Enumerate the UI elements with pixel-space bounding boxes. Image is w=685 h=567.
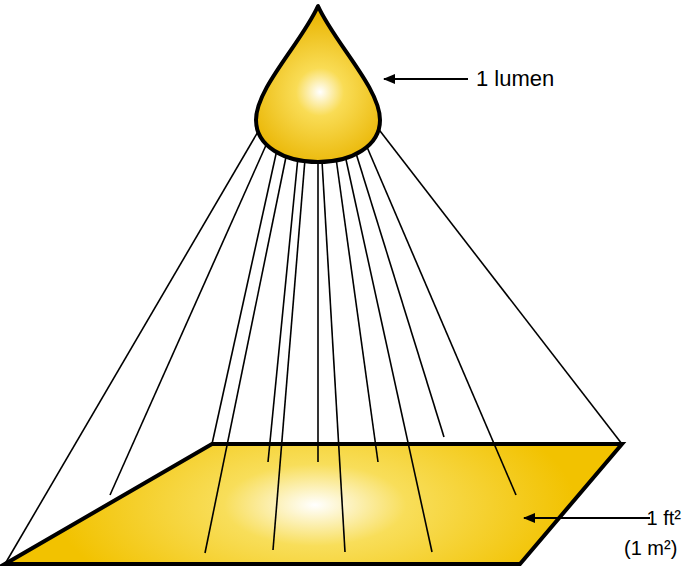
leader-arrow — [384, 78, 468, 80]
value-label: 1 ft² — [647, 508, 681, 528]
light-rays — [5, 118, 622, 564]
value-label: 1 lumen — [476, 68, 554, 90]
area-square — [5, 444, 622, 564]
value-label: (1 m²) — [624, 538, 677, 558]
leader-arrow — [524, 517, 650, 519]
light-source — [256, 6, 380, 162]
